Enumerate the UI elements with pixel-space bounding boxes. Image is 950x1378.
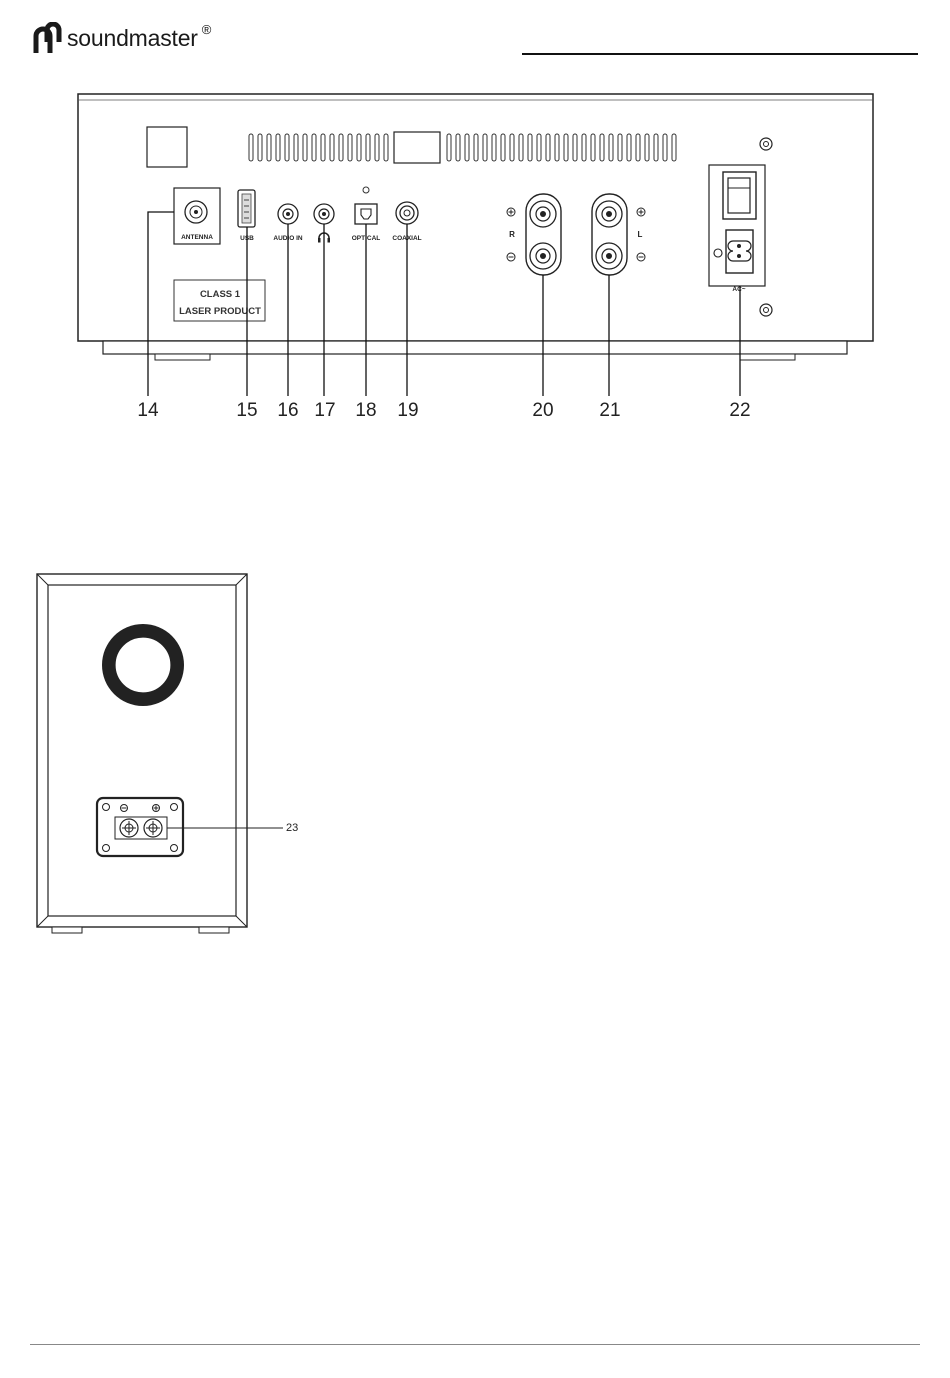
callout-17: 17 bbox=[314, 400, 335, 421]
right-channel-label: R bbox=[509, 230, 515, 239]
callout-21: 21 bbox=[599, 400, 620, 421]
callout-19: 19 bbox=[397, 400, 418, 421]
speaker-rear-figure bbox=[37, 574, 283, 933]
callout-18: 18 bbox=[355, 400, 376, 421]
antenna-label: ANTENNA bbox=[181, 234, 213, 241]
left-channel-label: L bbox=[638, 230, 643, 239]
callout-16: 16 bbox=[277, 400, 298, 421]
foot-left bbox=[155, 354, 210, 360]
callout-15: 15 bbox=[236, 400, 257, 421]
callout-23: 23 bbox=[286, 822, 298, 834]
foot-right bbox=[740, 354, 795, 360]
footer-rule bbox=[30, 1344, 920, 1345]
cover-plate bbox=[147, 127, 187, 167]
callout-20: 20 bbox=[532, 400, 553, 421]
unit-base bbox=[103, 341, 847, 354]
laser-product-text: LASER PRODUCT bbox=[179, 306, 261, 317]
callout-14: 14 bbox=[137, 400, 159, 421]
callout-22: 22 bbox=[729, 400, 750, 421]
label-window bbox=[394, 132, 440, 163]
laser-class-text: CLASS 1 bbox=[200, 289, 241, 300]
ac-label: AC~ bbox=[732, 286, 745, 293]
optical-indicator-icon bbox=[363, 187, 369, 193]
